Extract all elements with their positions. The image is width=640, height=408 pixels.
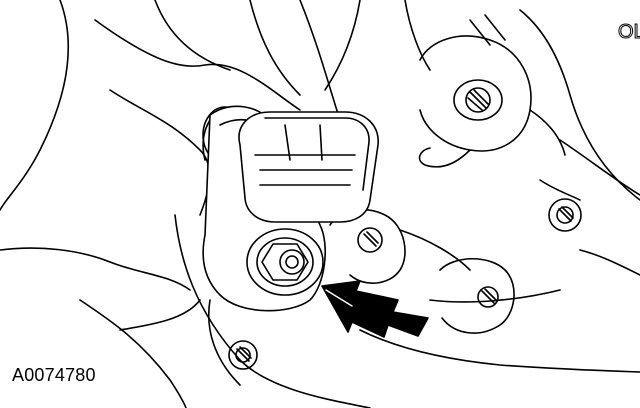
right-bolt — [548, 198, 582, 232]
indicator-arrow — [321, 280, 429, 338]
sensor-assembly — [202, 105, 379, 312]
lower-left-bolt — [228, 340, 258, 370]
sensor-connector — [238, 111, 379, 223]
upper-bolt — [453, 79, 503, 121]
corner-label: OL — [618, 21, 640, 43]
bracket-upper-right — [418, 9, 640, 201]
figure-id-label: A0074780 — [12, 365, 96, 385]
sensor-bolt — [246, 228, 324, 296]
lower-right-boss — [439, 258, 515, 334]
